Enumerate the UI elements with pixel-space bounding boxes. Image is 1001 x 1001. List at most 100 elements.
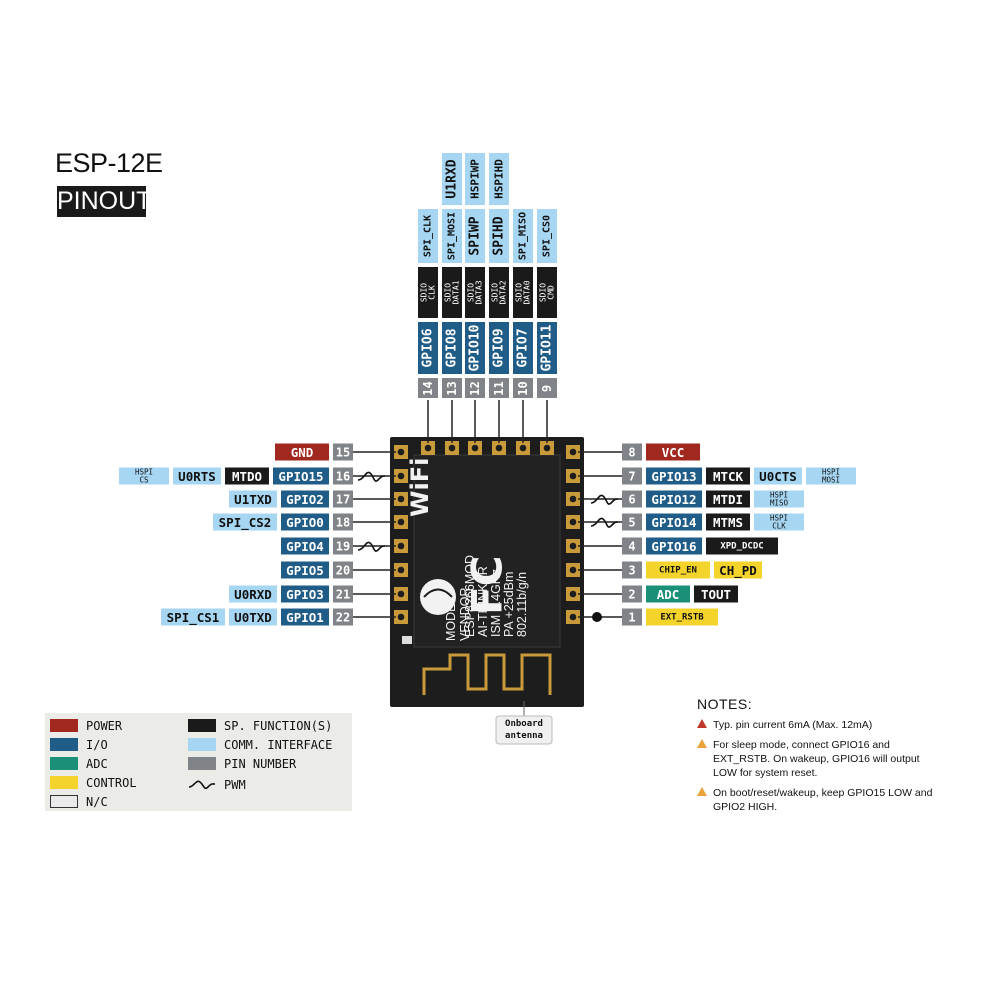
pin-label: GPIO3 xyxy=(286,587,324,602)
pin-label-box xyxy=(646,585,690,603)
pin-label-box xyxy=(646,490,702,508)
sdio-label: DATA1 xyxy=(452,280,461,304)
pin-label-box xyxy=(281,537,329,555)
sdio-label: SDIO xyxy=(467,283,476,302)
pin-label: MTMS xyxy=(713,515,743,530)
pin-label: U0RXD xyxy=(234,587,272,602)
pin-number: 11 xyxy=(492,381,506,395)
pin-label-box xyxy=(173,467,221,485)
comm-box xyxy=(465,209,485,263)
comm-extra-box xyxy=(465,153,485,205)
pin-number: 1 xyxy=(628,611,635,625)
pin-label-box xyxy=(754,490,804,508)
pin-label: TOUT xyxy=(701,587,731,602)
sdio-label: DATA3 xyxy=(475,280,484,304)
pad-hole xyxy=(495,444,503,452)
pad-hole xyxy=(543,444,551,452)
pin-label-box xyxy=(646,561,710,579)
gpio-label: GPIO10 xyxy=(468,324,483,371)
pin-label: CH_PD xyxy=(719,563,757,579)
pin-number: 22 xyxy=(336,611,350,625)
chip-text-line: PA +25dBm xyxy=(502,572,516,637)
comm-box xyxy=(489,209,509,263)
pwm-icon xyxy=(590,517,619,528)
gpio-box xyxy=(465,322,485,374)
pad-hole xyxy=(569,542,577,550)
pin-label: MTDI xyxy=(713,492,743,507)
comm-label: SPI_MISO xyxy=(518,212,529,260)
comm-extra-label: HSPIWP xyxy=(469,159,482,199)
pad-hole xyxy=(397,518,405,526)
pin-label: MTCK xyxy=(713,469,744,484)
pin-number-box xyxy=(489,378,509,398)
pin-label: VCC xyxy=(662,445,685,460)
gpio-box xyxy=(442,322,462,374)
legend-swatch xyxy=(50,795,78,808)
pin-label-box xyxy=(646,608,718,626)
pin-label: MISO xyxy=(770,499,789,508)
pin-label: EXT_RSTB xyxy=(660,613,704,623)
pin-label: U0TXD xyxy=(234,610,272,625)
sdio-label: CMD xyxy=(547,285,556,300)
note-item: For sleep mode, connect GPIO16 and EXT_R… xyxy=(697,738,942,780)
pin-number-box xyxy=(418,378,438,398)
pin-label: GPIO14 xyxy=(651,515,696,530)
comm-extra-box xyxy=(442,153,462,205)
pin-number-box xyxy=(333,585,353,603)
pad-hole xyxy=(519,444,527,452)
sdio-box xyxy=(489,267,509,318)
pin-label-box xyxy=(225,467,269,485)
pad-hole xyxy=(569,590,577,598)
pin-number: 10 xyxy=(516,381,530,395)
pin-label-box xyxy=(229,585,277,603)
pin-label: SPI_CS2 xyxy=(219,515,272,531)
pin-number-box xyxy=(622,585,642,603)
pin-number-box xyxy=(622,467,642,485)
pin-number: 7 xyxy=(628,470,635,484)
pin-label: CHIP_EN xyxy=(659,566,697,576)
pin-label-box xyxy=(281,561,329,579)
pin-number: 4 xyxy=(628,540,635,554)
pin-label: U1TXD xyxy=(234,492,272,507)
antenna-callout-text: antenna xyxy=(505,731,543,741)
pin-label: GND xyxy=(291,445,314,460)
pad-hole xyxy=(569,448,577,456)
pin-number: 13 xyxy=(445,381,459,395)
note-text: Typ. pin current 6mA (Max. 12mA) xyxy=(713,719,873,731)
comm-extra-label: U1RXD xyxy=(445,159,460,198)
pin-label: HSPI xyxy=(135,468,153,477)
pin-label-box xyxy=(119,467,169,485)
pin-label: GPIO2 xyxy=(286,492,324,507)
gpio-box xyxy=(513,322,533,374)
page-subtitle: PINOUT xyxy=(57,186,152,217)
pin-label: SPI_CS1 xyxy=(167,610,220,626)
sdio-box xyxy=(418,267,438,318)
chip-text-line: 802.11b/g/n xyxy=(515,572,529,637)
gpio-box xyxy=(537,322,557,374)
pad-hole xyxy=(569,613,577,621)
chip-text-line: AI-THINKER xyxy=(476,566,490,637)
pin-label-box xyxy=(754,513,804,531)
sdio-label: SDIO xyxy=(444,283,453,302)
pin-number: 8 xyxy=(628,446,635,460)
comm-label: SPI_CS0 xyxy=(542,215,553,257)
pin-number-box xyxy=(333,561,353,579)
pin-label: HSPI xyxy=(822,468,840,477)
pin-label-box xyxy=(281,513,329,531)
pin-number-box xyxy=(513,378,533,398)
pad-hole xyxy=(397,542,405,550)
comm-label: SPI_MOSI xyxy=(447,212,458,260)
pin-label-box xyxy=(281,585,329,603)
comm-box xyxy=(537,209,557,263)
pin-label-box xyxy=(706,513,750,531)
gpio-label: GPIO9 xyxy=(492,328,507,367)
legend-label: N/C xyxy=(86,795,108,809)
gpio-label: GPIO8 xyxy=(445,328,460,367)
gpio-box xyxy=(489,322,509,374)
sdio-label: DATA0 xyxy=(523,280,532,304)
pin-label-box xyxy=(646,467,702,485)
sdio-label: SDIO xyxy=(539,283,548,302)
pad-hole xyxy=(448,444,456,452)
pin-label: HSPI xyxy=(770,514,788,523)
